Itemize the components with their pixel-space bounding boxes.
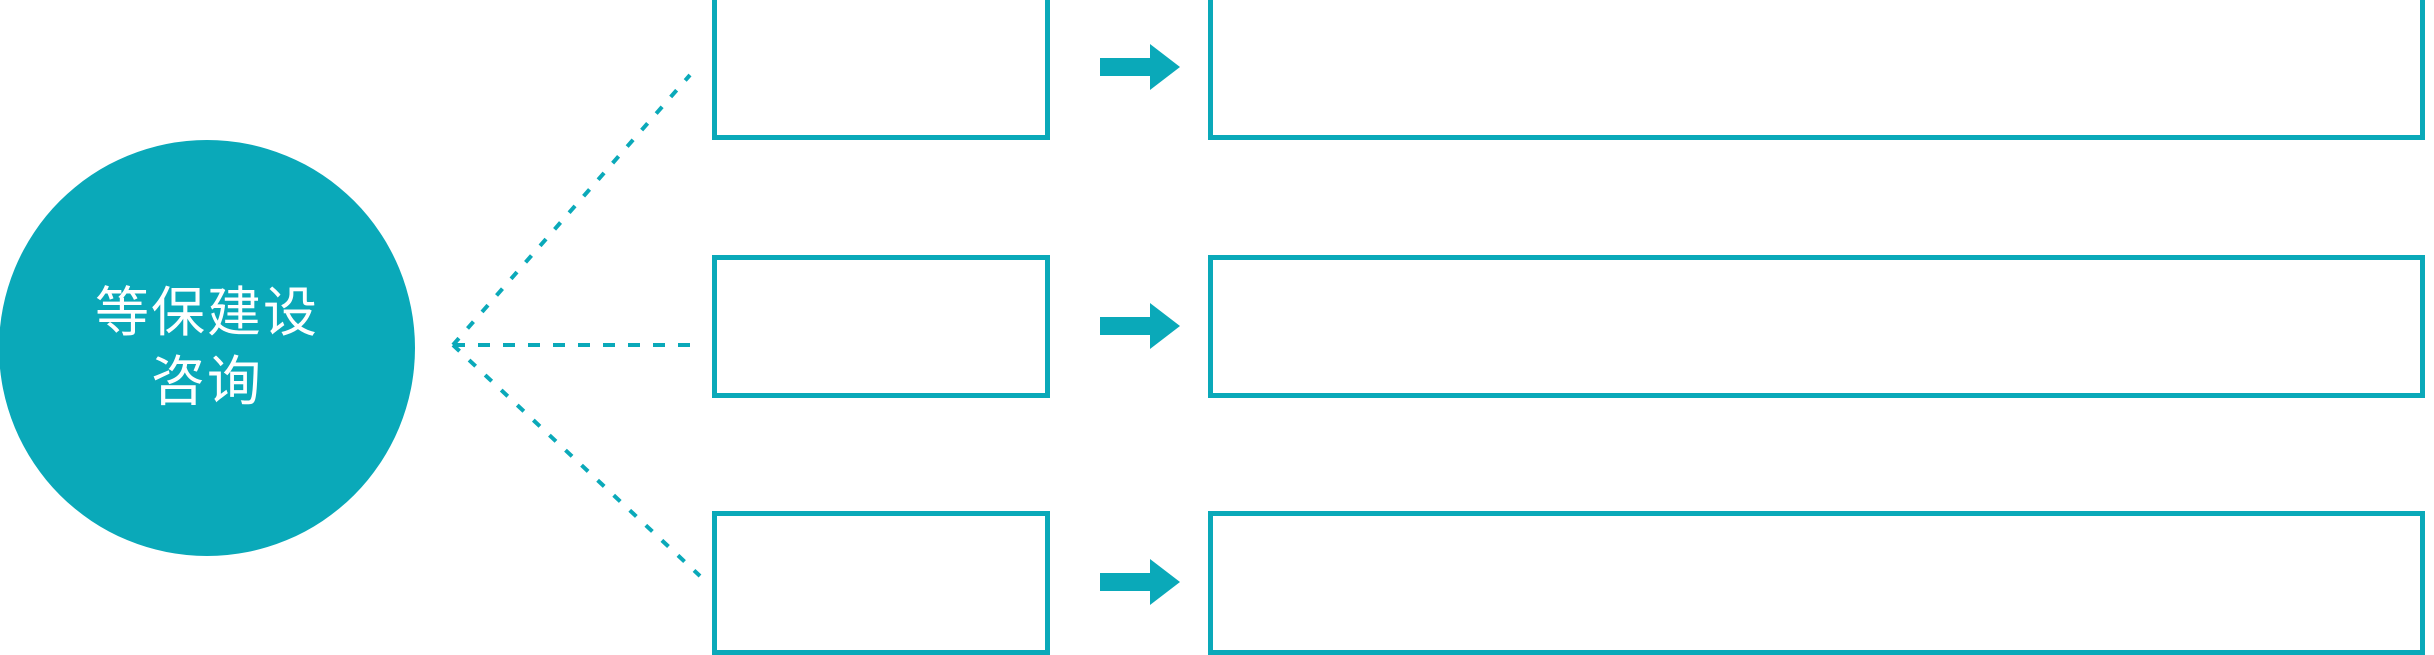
label-box-row-1[interactable]: [712, 0, 1050, 140]
arrow-right-icon-row-3: [1100, 559, 1180, 605]
hub-title-line-1: 等保建设: [95, 282, 319, 343]
arrow-right-icon-row-1: [1100, 44, 1180, 90]
hub-title-line-2: 咨询: [151, 352, 263, 412]
diagram-row: [0, 255, 2434, 398]
diagram-row: [0, 511, 2434, 655]
hub-circle[interactable]: 等保建设 咨询: [0, 140, 415, 556]
label-box-row-2[interactable]: [712, 255, 1050, 398]
diagram-row: [0, 0, 2434, 145]
detail-box-row-3[interactable]: [1208, 511, 2425, 655]
detail-box-row-1[interactable]: [1208, 0, 2425, 140]
label-box-row-3[interactable]: [712, 511, 1050, 655]
detail-box-row-2[interactable]: [1208, 255, 2425, 398]
arrow-right-icon-row-2: [1100, 303, 1180, 349]
